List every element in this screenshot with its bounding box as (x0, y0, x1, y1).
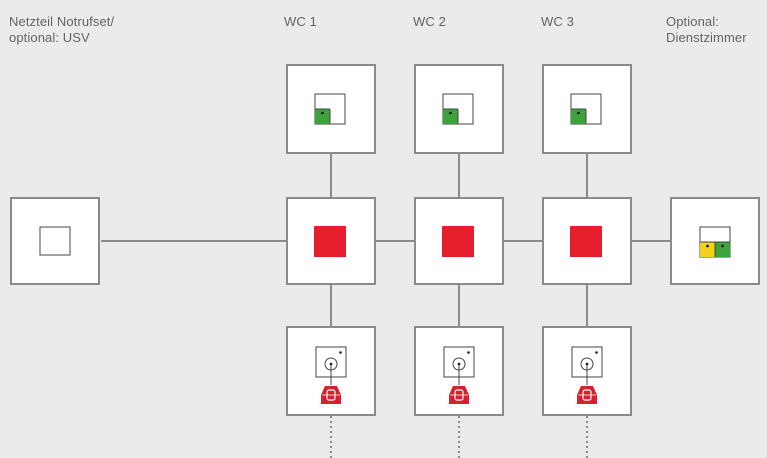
connection-lines (101, 153, 671, 327)
label-wc3: WC 3 (541, 14, 574, 29)
control-unit-icon (314, 226, 346, 257)
label-power-supply: Netzteil Notrufset/ optional: USV (9, 14, 115, 45)
label-wc1: WC 1 (284, 14, 317, 29)
duty-room-display-icon (699, 226, 731, 258)
dotted-continuations (330, 416, 588, 458)
pull-cord-call-button-icon (315, 346, 347, 404)
room-signal-light-icon (314, 93, 346, 125)
room-signal-light-icon (442, 93, 474, 125)
control-unit-icon (570, 226, 602, 257)
control-unit-icon (442, 226, 474, 257)
label-wc2: WC 2 (413, 14, 446, 29)
pull-cord-call-button-icon (571, 346, 603, 404)
pull-cord-call-button-icon (443, 346, 475, 404)
label-optional-room: Optional: Dienstzimmer (666, 14, 747, 45)
room-signal-light-icon (570, 93, 602, 125)
power-supply-icon (39, 226, 71, 256)
